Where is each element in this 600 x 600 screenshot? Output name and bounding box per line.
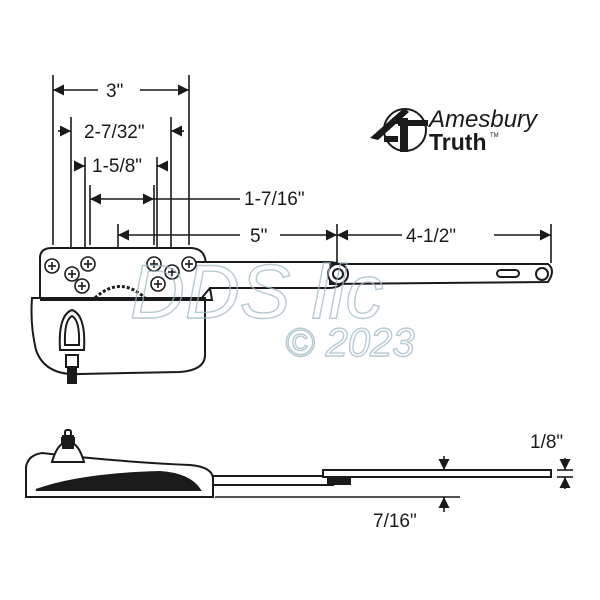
dim-label-7-16in: 7/16"	[373, 511, 417, 532]
screw-icon	[181, 256, 197, 272]
screw-icon	[44, 258, 60, 274]
screw-holes	[44, 256, 197, 294]
dim-label-3in: 3"	[106, 81, 123, 102]
dim-label-1-8in: 1/8"	[530, 432, 563, 453]
amesbury-truth-logo: Amesbury Truth TM	[370, 106, 539, 155]
at-logo-mark-icon	[370, 108, 428, 152]
screw-icon	[74, 278, 90, 294]
brand-name-truth: Truth	[429, 129, 487, 155]
screw-icon	[146, 256, 162, 272]
screw-icon	[164, 264, 180, 280]
operator-side-view	[25, 429, 552, 498]
dim-label-1-5-8in: 1-5/8"	[92, 156, 142, 177]
trademark-symbol: TM	[490, 133, 499, 139]
watermark-company: DDS llc	[130, 250, 383, 335]
dimension-arrows	[53, 84, 551, 241]
screw-icon	[80, 256, 96, 272]
dim-label-1-7-16in: 1-7/16"	[244, 189, 305, 210]
watermark-copyright: © 2023	[285, 321, 415, 365]
watermark: DDS llc © 2023	[129, 249, 415, 365]
dim-label-2-7-32in: 2-7/32"	[84, 122, 145, 143]
brand-name-amesbury: Amesbury	[427, 106, 539, 133]
screw-icon	[64, 266, 80, 282]
screw-icon	[150, 276, 166, 292]
side-dimension-arrows	[438, 456, 573, 512]
dim-label-5in: 5"	[250, 226, 267, 247]
dim-label-4-1-2in: 4-1/2"	[406, 226, 456, 247]
